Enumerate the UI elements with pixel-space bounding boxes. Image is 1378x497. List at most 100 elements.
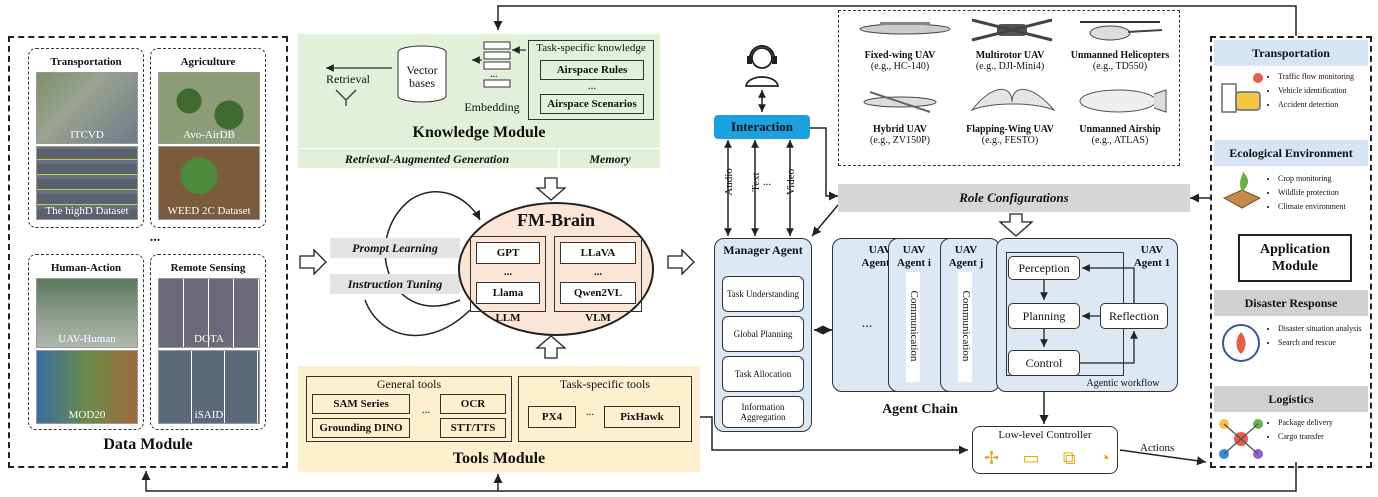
app-item: Package delivery [1278, 418, 1372, 427]
app-item: Accident detection [1278, 100, 1372, 109]
uav-name: Unmanned Airship [1079, 124, 1161, 135]
dataset-caption: Avo-AirDB [183, 129, 235, 141]
video-label: Video [785, 168, 797, 196]
ellipsis: ... [149, 230, 161, 245]
role-configurations: Role Configurations [838, 184, 1190, 212]
tools-module [298, 366, 700, 472]
embedding-label: Embedding [464, 100, 520, 114]
app-section-heading: Disaster Response [1214, 290, 1368, 316]
app-item: Cargo transfer [1278, 432, 1372, 441]
task-understanding: Task Understanding [722, 276, 804, 312]
ellipsis: ... [861, 316, 873, 331]
grounding-dino: Grounding DINO [312, 418, 410, 438]
group-heading: Remote Sensing [170, 262, 246, 274]
task-knowledge-label: Task-specific knowledge [536, 42, 646, 54]
app-section-heading: Logistics [1214, 386, 1368, 412]
dataset-caption: iSAID [194, 409, 224, 421]
data-module-title: Data Module [103, 436, 193, 453]
uav-human-image: UAV-Human [36, 278, 138, 348]
ecological-applications: Crop monitoring Wildlife protection Clim… [1268, 174, 1372, 216]
group-heading: Transportation [50, 56, 122, 68]
actions-label: Actions [1140, 442, 1175, 454]
vector-bases-label: Vector bases [406, 63, 438, 90]
llm-group [470, 236, 546, 312]
perception-step: Perception [1008, 256, 1080, 280]
task-specific-tools-group [518, 376, 692, 442]
remote-sensing-dataset-group [150, 254, 266, 430]
itcvd-image: ITCVD [36, 72, 138, 144]
uav-example: (e.g., DJI-Mini4) [975, 61, 1045, 72]
task-knowledge-box [528, 40, 654, 120]
application-module [1210, 36, 1372, 468]
uav-name: Hybrid UAV [873, 124, 927, 135]
communication-label: Communication [908, 290, 920, 362]
reflection-step: Reflection [1100, 303, 1168, 329]
uav-name: Fixed-wing UAV [864, 50, 936, 61]
llava-model: LLaVA [560, 242, 636, 264]
uav-agent-i-title: UAV Agent i [897, 244, 931, 269]
stt-tts-tool: STT/TTS [440, 418, 506, 438]
helicopter-uav-icon [1080, 21, 1163, 41]
prompt-learning: Prompt Learning [330, 238, 460, 258]
highd-image: The highD Dataset [36, 146, 138, 220]
gimbal-icon: ▭ [1022, 447, 1040, 468]
agriculture-dataset-group [150, 48, 266, 228]
disaster-response-icon [1222, 324, 1260, 362]
uav-example: (e.g., ZV150P) [870, 135, 930, 146]
airspace-rules: Airspace Rules [540, 60, 644, 80]
vector-database-icon [397, 45, 447, 103]
airship-uav-icon [1079, 89, 1167, 113]
hybrid-uav-icon [863, 91, 937, 113]
logistics-icon [1219, 419, 1263, 459]
dota-image: DOTA [158, 278, 260, 348]
communication-bar-i [906, 272, 920, 382]
weed-2c-image: WEED 2C Dataset [158, 146, 260, 220]
low-level-controller [972, 426, 1118, 474]
ellipsis: ... [503, 266, 513, 278]
logistics-applications: Package delivery Cargo transfer [1268, 418, 1372, 446]
instruction-tuning: Instruction Tuning [330, 274, 460, 294]
planning-step: Planning [1008, 303, 1080, 329]
ellipsis: ... [762, 176, 772, 188]
global-planning: Global Planning [722, 316, 804, 352]
controller-label: Low-level Controller [998, 429, 1092, 441]
qwen2vl-model: Qwen2VL [560, 282, 636, 304]
mod20-image: MOD20 [36, 350, 138, 424]
general-tools-group [306, 376, 512, 442]
manager-agent-title: Manager Agent [723, 243, 803, 257]
isaid-image: iSAID [158, 350, 260, 424]
audio-label: Audio [723, 168, 735, 196]
uav-name: Unmanned Helicopters [1070, 50, 1170, 61]
uav-example: (e.g., ATLAS) [1091, 135, 1149, 146]
vlm-group [554, 236, 642, 312]
pixhawk-tool: PixHawk [604, 406, 680, 428]
retrieval-label: Retrieval [326, 72, 370, 86]
dataset-caption: ITCVD [70, 129, 104, 141]
task-tools-label: Task-specific tools [559, 377, 651, 391]
retrieval-arrows [326, 64, 392, 106]
uav-name: Flapping-Wing UAV [966, 124, 1054, 135]
user-headset-icon [744, 45, 780, 87]
disaster-applications: Disaster situation analysis Search and r… [1268, 324, 1372, 352]
dataset-caption: MOD20 [68, 409, 106, 421]
app-item: Vehicle identification [1278, 86, 1372, 95]
uav-agent-1-title: UAV Agent 1 [1133, 244, 1171, 269]
vlm-label: VLM [585, 312, 611, 324]
uav-example: (e.g., FESTO) [981, 135, 1039, 146]
uav-agent-j-title: UAV Agent j [948, 244, 984, 269]
llm-label: LLM [495, 312, 521, 324]
agentic-workflow-label: Agentic workflow [1086, 378, 1160, 389]
transportation-icon [1221, 73, 1263, 113]
fm-brain [458, 202, 654, 336]
embedding-icon: ... [472, 41, 526, 88]
camera-icon: ⧉ [1062, 447, 1076, 468]
ellipsis: ... [421, 404, 431, 416]
rag-label: Retrieval-Augmented Generation [298, 148, 556, 168]
multirotor-uav-icon [971, 18, 1053, 42]
application-module-title: Application Module [1238, 234, 1352, 282]
app-item: Climate environment [1278, 202, 1372, 211]
fm-brain-title: FM-Brain [517, 210, 595, 230]
actuator-icons: ✢ ▭ ⧉ ◔ [984, 446, 1110, 470]
data-module [8, 36, 288, 468]
